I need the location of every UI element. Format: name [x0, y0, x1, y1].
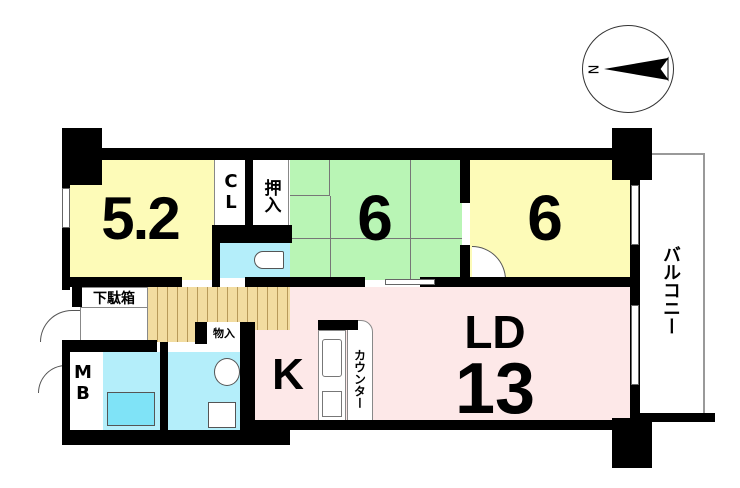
- western-room-1-size: 5.2: [101, 184, 180, 252]
- counter-label: カウンター: [352, 349, 367, 409]
- compass-needle-icon: [604, 56, 669, 82]
- entrance: 下駄箱: [80, 287, 148, 342]
- toilet: [220, 243, 290, 278]
- closet: CL: [214, 158, 246, 226]
- counter: カウンター: [347, 320, 373, 422]
- kitchen: K: [255, 330, 325, 422]
- washing-machine-icon: [208, 402, 236, 428]
- kitchen-label: K: [272, 350, 304, 399]
- closet-label: CL: [220, 171, 242, 213]
- japanese-room: 6: [290, 158, 462, 280]
- ld-size: 13: [454, 349, 536, 429]
- balcony: バルコニー: [640, 153, 705, 418]
- meter-box: MB: [70, 352, 96, 414]
- western-room-2: 6: [470, 158, 632, 280]
- compass: N: [582, 25, 674, 113]
- sink-icon: [322, 339, 342, 377]
- oshiire: 押入: [253, 158, 289, 234]
- stove-icon: [322, 391, 342, 417]
- washbasin-icon: [214, 358, 240, 386]
- shoe-cabinet-label: 下駄箱: [81, 288, 147, 308]
- japanese-room-size: 6: [357, 182, 393, 254]
- western-room-2-size: 6: [527, 182, 563, 254]
- balcony-label: バルコニー: [660, 245, 681, 335]
- washroom: [168, 352, 246, 430]
- storage: 物入: [205, 322, 243, 344]
- oshiire-label: 押入: [260, 179, 281, 213]
- kitchen-counter: [318, 330, 346, 422]
- bathroom: [103, 352, 161, 430]
- compass-north-label: N: [584, 64, 600, 75]
- toilet-fixture-icon: [254, 251, 284, 269]
- bathtub-icon: [107, 392, 155, 426]
- meter-box-label: MB: [72, 362, 94, 404]
- ld-label: LD: [464, 306, 526, 358]
- storage-label: 物入: [213, 327, 235, 340]
- entrance-door: [40, 310, 80, 342]
